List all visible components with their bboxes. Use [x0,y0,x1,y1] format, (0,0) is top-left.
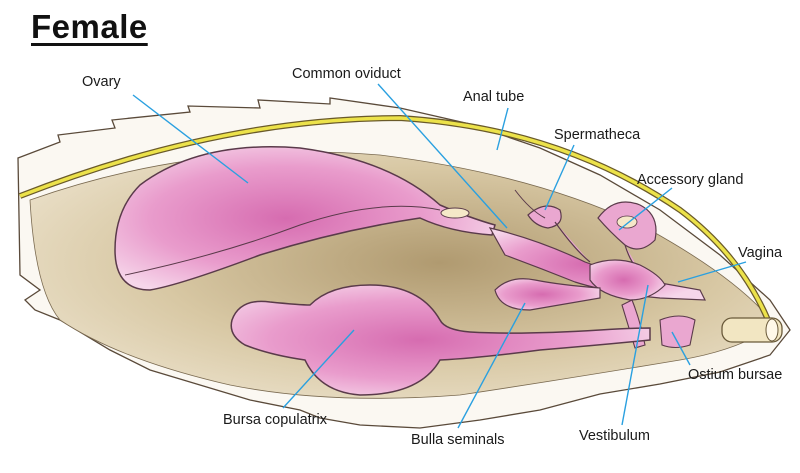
label-vestibulum: Vestibulum [579,428,650,444]
label-bulla-seminals: Bulla seminals [411,432,505,448]
label-bursa-copulatrix: Bursa copulatrix [223,412,327,428]
page-title: Female [31,8,148,46]
label-spermatheca: Spermatheca [554,127,640,143]
label-vagina: Vagina [738,245,782,261]
label-ovary: Ovary [82,74,121,90]
label-accessory-gland: Accessory gland [637,172,743,188]
label-common-oviduct: Common oviduct [292,66,401,82]
label-anal-tube: Anal tube [463,89,524,105]
label-ostium-bursae: Ostium bursae [688,367,782,383]
